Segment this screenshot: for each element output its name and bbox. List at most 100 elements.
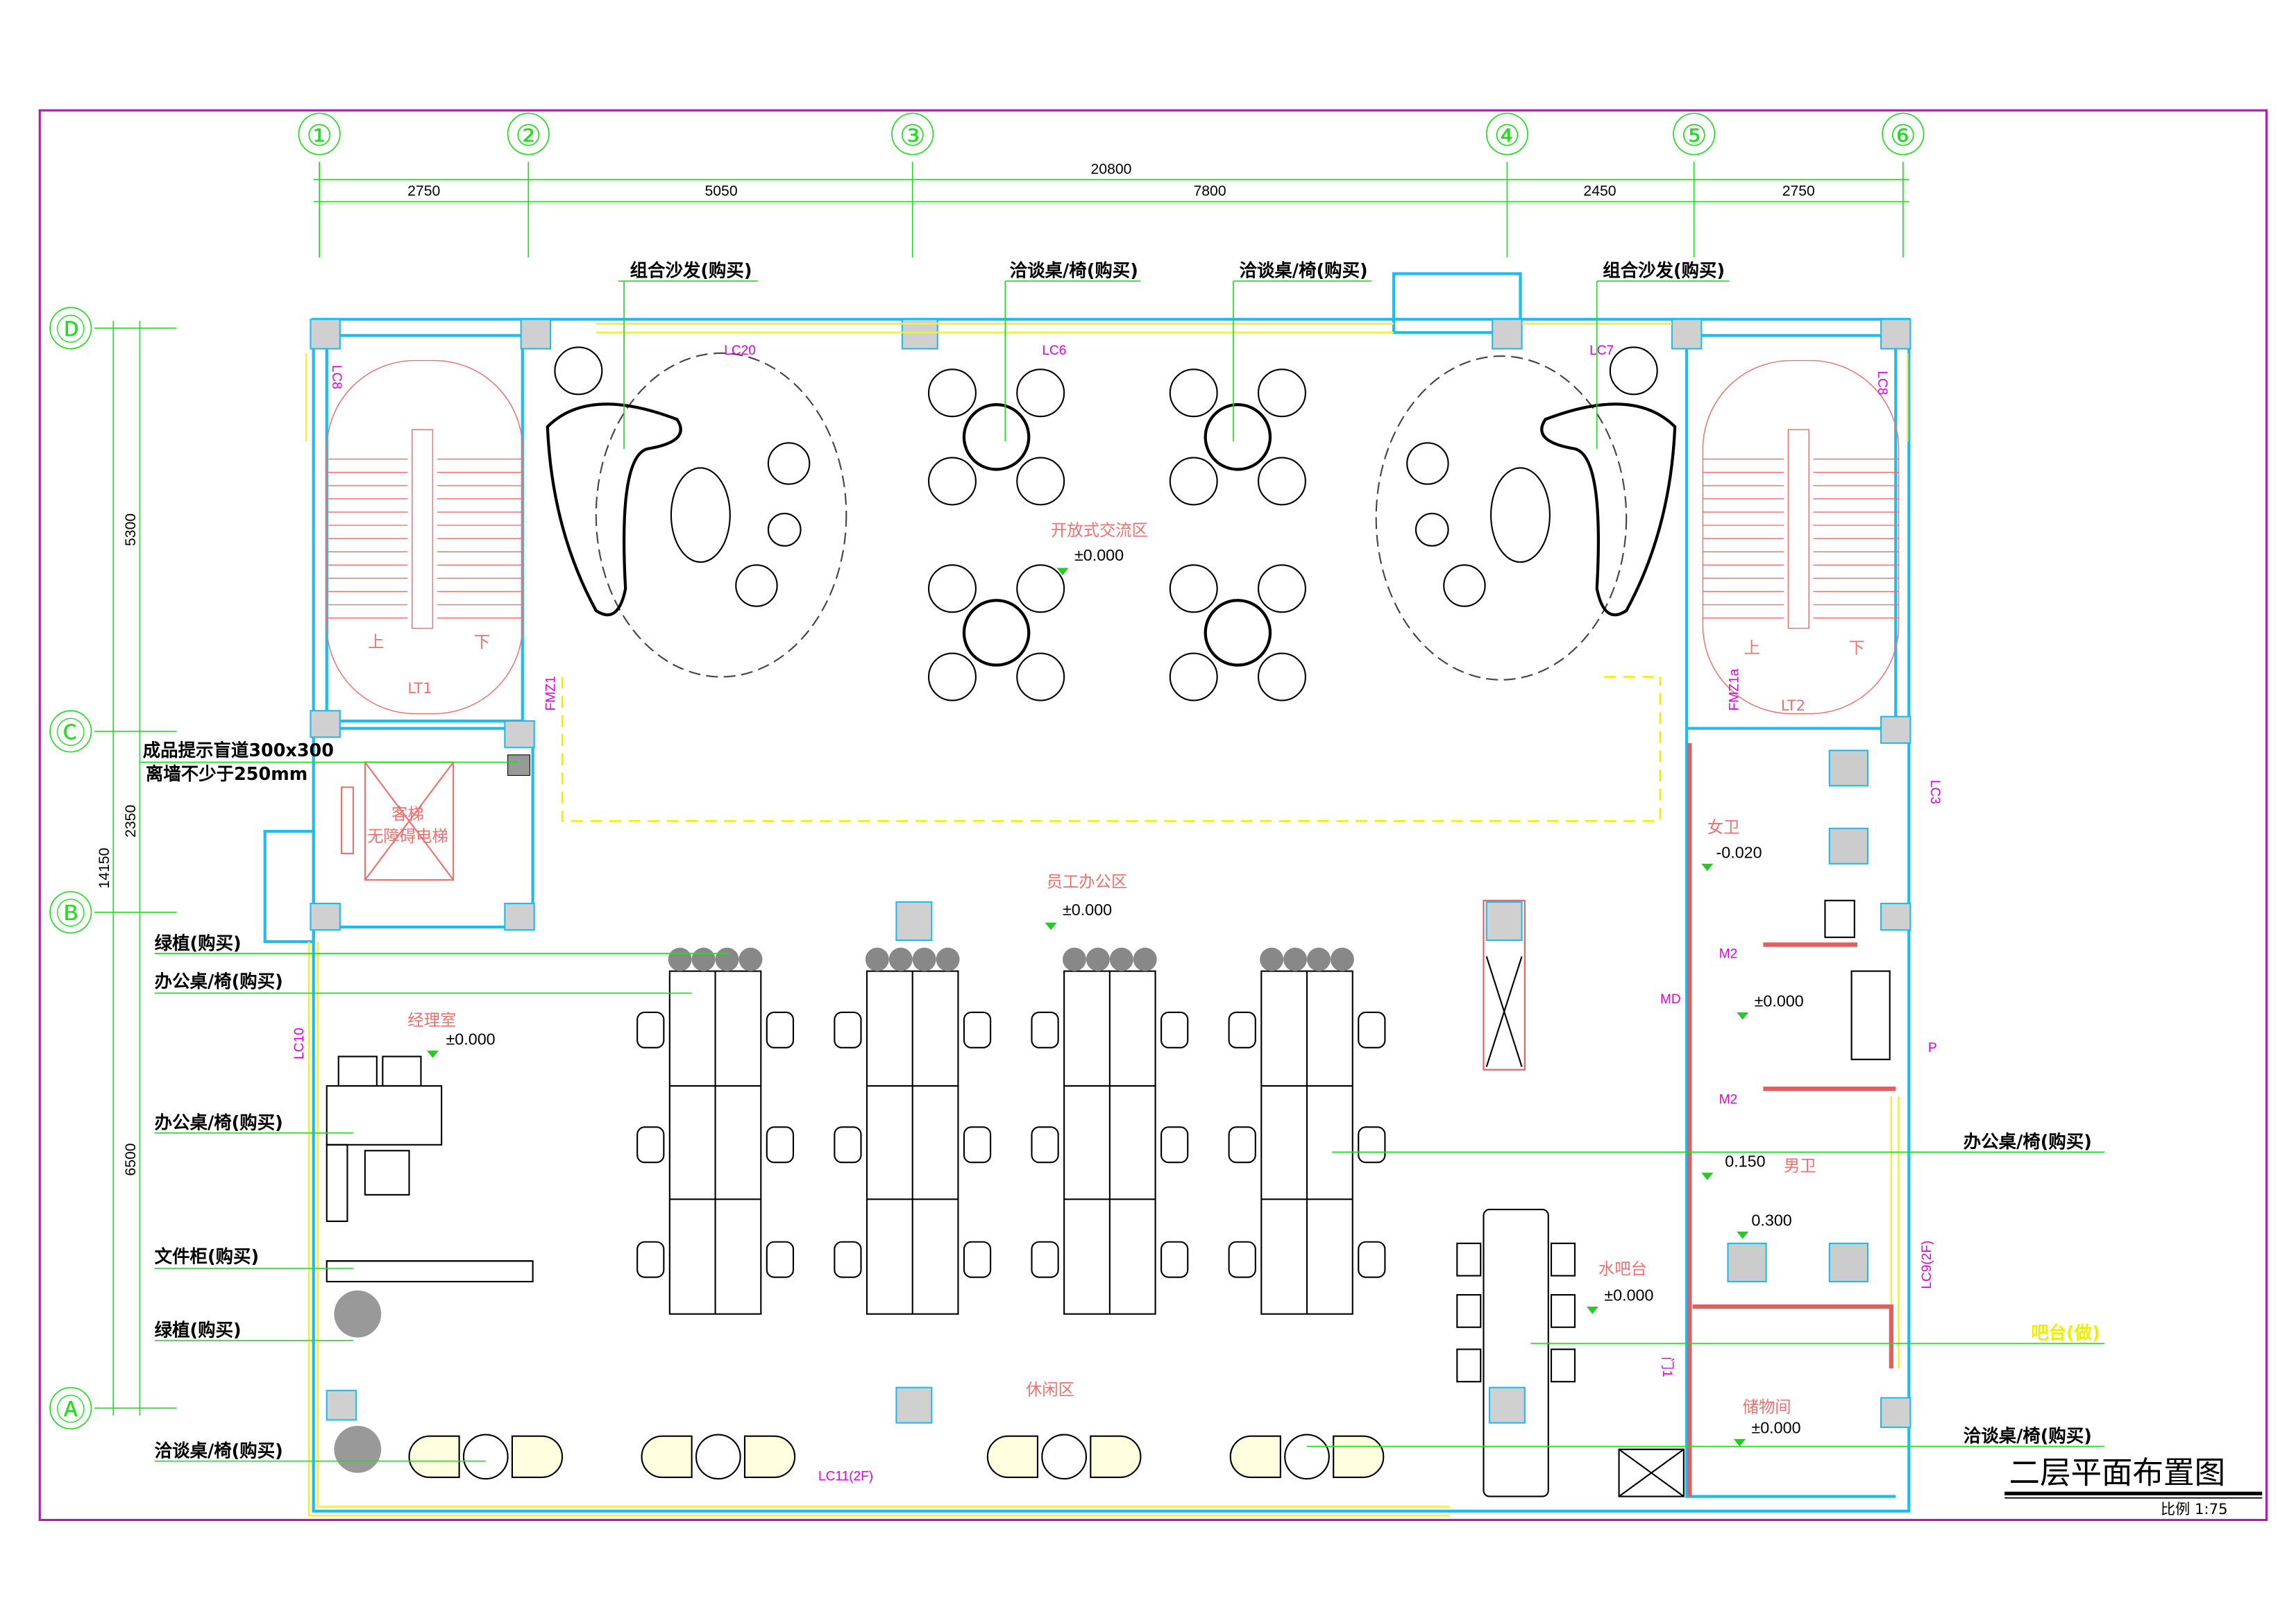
workstation-clusters <box>636 947 1386 1315</box>
callout-leaders <box>140 280 2105 1462</box>
level-mark: -0.020 <box>1716 843 1762 861</box>
office-chair <box>766 1241 795 1278</box>
callout-file-cabinet: 文件柜(购买) <box>155 1246 259 1266</box>
office-chair <box>1358 1241 1386 1278</box>
office-chair <box>1160 1011 1189 1048</box>
dim-left: 2350 <box>123 805 139 838</box>
callout-plants: 绿植(购买) <box>155 1319 242 1340</box>
dim-seg: 5050 <box>704 183 737 199</box>
drawing-title: 二层平面布置图 <box>2009 1455 2225 1491</box>
dim-left: 5300 <box>123 513 139 546</box>
lounge-table <box>1041 1434 1087 1480</box>
office-chair <box>1228 1126 1256 1164</box>
office-chair <box>636 1011 665 1048</box>
chair <box>1016 564 1065 613</box>
lounge-chair <box>511 1435 564 1479</box>
tactile-paving-icon <box>507 754 530 776</box>
plant <box>691 947 716 971</box>
office-chair <box>1031 1011 1059 1048</box>
zone-lounge: 休闲区 <box>1026 1380 1074 1399</box>
office-chair <box>963 1126 992 1164</box>
plant <box>1063 947 1086 971</box>
office-chair <box>766 1011 795 1048</box>
bar-counter <box>1456 899 1685 1497</box>
chair <box>1169 368 1218 418</box>
callout-desk-chair: 办公桌/椅(购买) <box>1964 1131 2092 1152</box>
dim-depth: 14150 <box>96 848 112 889</box>
axis-3: ③ <box>900 119 926 153</box>
callout-table-chair: 洽谈桌/椅(购买) <box>155 1440 283 1461</box>
round-table <box>962 403 1031 471</box>
round-table <box>1204 403 1272 471</box>
lounge-seating <box>334 1290 1385 1480</box>
round-table-sets <box>927 368 1306 702</box>
office-chair <box>1228 1011 1256 1048</box>
chair <box>1169 457 1218 506</box>
chair <box>1257 457 1306 506</box>
callout-sofa-right: 组合沙发(购买) <box>1603 260 1725 281</box>
tag-m2: M2 <box>1719 1092 1738 1107</box>
stair-down: 下 <box>474 633 490 652</box>
windows <box>305 323 1909 1517</box>
level-mark: ±0.000 <box>1063 901 1112 919</box>
office-chair <box>1160 1126 1189 1164</box>
sofa-group-right <box>1375 346 1677 681</box>
lounge-table <box>462 1434 509 1480</box>
office-chair <box>1358 1011 1386 1048</box>
level-triangles <box>426 568 1749 1447</box>
tag-lc7: LC7 <box>1589 343 1614 358</box>
stair-outline <box>326 359 523 715</box>
tag-m2: M2 <box>1719 946 1738 961</box>
round-table <box>1204 599 1272 667</box>
stair-up: 上 <box>1744 639 1760 658</box>
dim-seg: 2750 <box>407 183 440 199</box>
level-mark: ±0.000 <box>446 1030 496 1048</box>
office-chair <box>1031 1241 1059 1278</box>
callout-table-chair: 洽谈桌/椅(购买) <box>1239 260 1367 281</box>
lounge-chair <box>1333 1435 1385 1479</box>
tag-lc8: LC8 <box>1875 371 1889 395</box>
sofa-group-left <box>546 346 847 678</box>
office-chair <box>963 1011 992 1048</box>
tag-md: MD <box>1660 992 1681 1007</box>
stair-outline <box>1702 359 1900 715</box>
chair <box>1016 652 1065 702</box>
chair <box>1257 368 1306 418</box>
office-chair <box>834 1126 862 1164</box>
level-mark: 0.150 <box>1725 1153 1765 1171</box>
lounge-chair <box>641 1435 693 1479</box>
plant <box>865 947 889 971</box>
plant <box>334 1425 382 1473</box>
callout-tactile-path: 离墙不少于250mm <box>146 763 307 784</box>
lounge-chair <box>408 1435 460 1479</box>
tag-p: P <box>1928 1041 1937 1055</box>
office-chair <box>766 1126 795 1164</box>
office-chair <box>1358 1126 1386 1164</box>
axis-d: Ⓓ <box>56 314 85 348</box>
axis-c: Ⓒ <box>56 717 85 751</box>
office-chair <box>963 1241 992 1278</box>
plant <box>738 947 763 971</box>
drawing-frame <box>38 109 2268 1522</box>
plant <box>912 947 936 971</box>
axis-2: ② <box>515 119 541 153</box>
circulation-path <box>561 676 1662 822</box>
plant <box>1133 947 1157 971</box>
round-table <box>962 599 1031 667</box>
tag-lc8: LC8 <box>329 365 344 389</box>
axis-1: ① <box>306 119 332 153</box>
plant <box>1283 947 1308 971</box>
wc-fixtures <box>1727 749 1891 1283</box>
office-chair <box>1228 1241 1256 1278</box>
stair-right-label: LT2 <box>1781 697 1805 714</box>
dim-total: 20800 <box>1091 161 1132 177</box>
callout-desk-chair: 办公桌/椅(购买) <box>155 971 283 992</box>
plant <box>936 947 960 971</box>
lounge-table <box>1284 1434 1330 1480</box>
elevator-label: 无障碍电梯 <box>367 827 448 846</box>
level-mark: ±0.000 <box>1755 992 1804 1010</box>
zone-female-wc: 女卫 <box>1707 818 1740 837</box>
stair-right <box>1702 359 1900 715</box>
plant <box>1086 947 1110 971</box>
